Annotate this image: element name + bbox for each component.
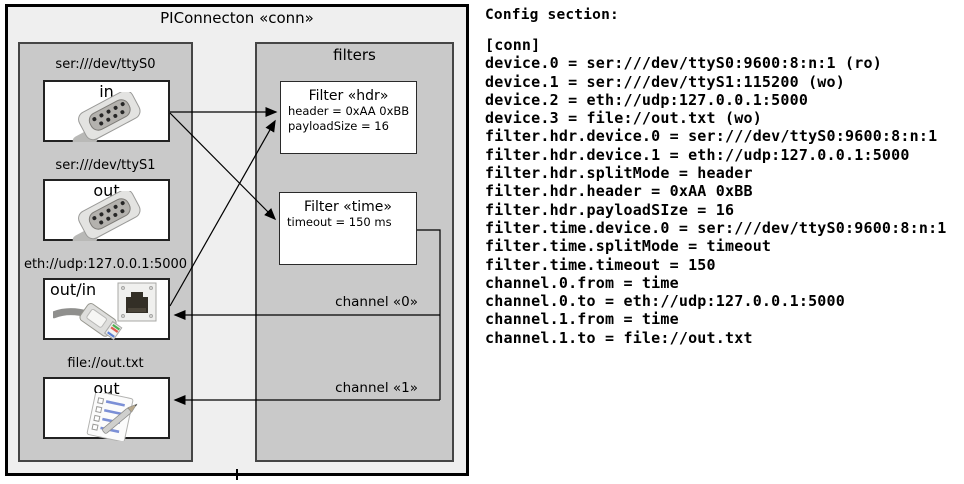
config-line: filter.hdr.device.1 = eth://udp:127.0.0.… [485, 145, 910, 164]
channel-1-label: channel «1» [335, 380, 418, 396]
filter-time-prop-timeout: timeout = 150 ms [287, 215, 392, 229]
device-direction-label: in [99, 82, 114, 101]
config-line: filter.time.device.0 = ser:///dev/ttyS0:… [485, 218, 947, 237]
device-direction-label: out/in [50, 280, 97, 299]
notepad-file-icon [86, 393, 138, 441]
config-line: filter.hdr.splitMode = header [485, 164, 753, 183]
config-line: device.1 = ser:///dev/ttyS1:115200 (wo) [485, 72, 845, 91]
config-line: filter.hdr.device.0 = ser:///dev/ttyS0:9… [485, 127, 938, 146]
device-box-file: out [43, 377, 170, 441]
filter-hdr-prop-payloadsize: payloadSize = 16 [288, 118, 389, 133]
config-line: channel.0.to = eth://udp:127.0.0.1:5000 [485, 292, 845, 311]
device-box-ttys0: in [43, 80, 170, 142]
filter-hdr-title: Filter «hdr» [308, 88, 389, 104]
filter-time-title: Filter «time» [304, 199, 392, 215]
channel-0-label: channel «0» [335, 294, 418, 310]
config-line: [conn] [485, 36, 541, 54]
ethernet-port-icon [117, 282, 157, 322]
filter-box-hdr: Filter «hdr» header = 0xAA 0xBB payloadS… [280, 81, 417, 154]
frame-bottom-tick [236, 469, 238, 480]
config-line: channel.1.to = file://out.txt [485, 328, 753, 347]
device-box-ttys1: out [43, 179, 170, 241]
config-line: channel.0.from = time [485, 273, 679, 292]
config-line: filter.time.splitMode = timeout [485, 237, 772, 256]
config-line: channel.1.from = time [485, 310, 679, 329]
filter-box-time: Filter «time» timeout = 150 ms [279, 192, 417, 265]
device-label-ttys0: ser:///dev/ttyS0 [55, 57, 156, 72]
config-section: Config section: [conn]device.0 = ser:///… [485, 2, 960, 347]
diagram-title: PIConnecton «conn» [160, 9, 314, 27]
config-line: filter.hdr.payloadSIze = 16 [485, 200, 735, 219]
serial-connector-icon [72, 92, 141, 142]
config-line: filter.hdr.header = 0xAA 0xBB [485, 182, 753, 201]
config-line: device.2 = eth://udp:127.0.0.1:5000 [485, 90, 809, 109]
filter-hdr-prop-header: header = 0xAA 0xBB [288, 104, 410, 118]
device-label-file: file://out.txt [67, 356, 144, 371]
serial-connector-icon [72, 191, 141, 241]
config-heading: Config section: [485, 7, 619, 23]
device-box-eth: out/in [43, 278, 170, 341]
config-line: device.3 = file://out.txt (wo) [485, 109, 762, 128]
config-line: device.0 = ser:///dev/ttyS0:9600:8:n:1 (… [485, 54, 882, 73]
config-lines: [conn]device.0 = ser:///dev/ttyS0:9600:8… [485, 36, 960, 347]
device-label-ttys1: ser:///dev/ttyS1 [55, 158, 156, 173]
ethernet-connector-icon [53, 303, 123, 341]
device-label-eth: eth://udp:127.0.0.1:5000 [23, 257, 188, 272]
filters-panel-title: filters [333, 46, 376, 64]
config-line: filter.time.timeout = 150 [485, 255, 716, 274]
